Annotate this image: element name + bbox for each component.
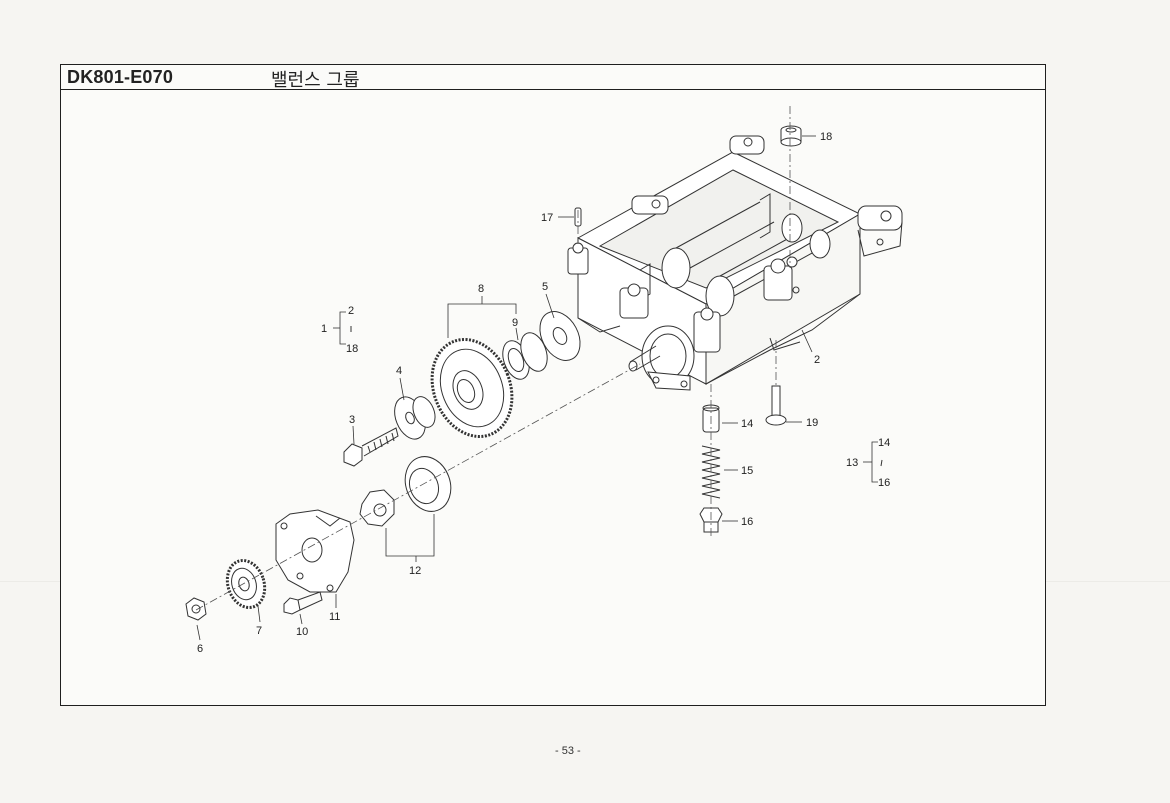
part-9-collar — [502, 332, 548, 380]
part-3-bolt — [343, 427, 399, 467]
callout-18: 18 — [820, 131, 832, 143]
part-6-nut — [185, 597, 207, 621]
callout-3: 3 — [349, 414, 355, 426]
part-18-bushing — [780, 125, 802, 147]
callout-17: 17 — [541, 212, 553, 224]
callout-5: 5 — [542, 281, 548, 293]
callout-11: 11 — [329, 611, 340, 623]
callout-7: 7 — [256, 625, 262, 637]
callout-12: 12 — [409, 565, 421, 577]
parts-sheet-frame: DK801-E070 밸런스 그룹 — [60, 64, 1046, 706]
part-10-bolt — [283, 591, 323, 615]
part-19-bolt — [765, 385, 787, 426]
callout-4: 4 — [396, 365, 402, 377]
part-12-pump-rotors — [359, 456, 452, 527]
callout-13-range-start: 14 — [878, 437, 890, 449]
callout-2: 2 — [814, 354, 820, 366]
callout-8: 8 — [478, 283, 484, 295]
header-bar: DK801-E070 밸런스 그룹 — [61, 65, 1045, 91]
part-8-gear — [430, 338, 514, 438]
callout-13-range-end: 16 — [878, 477, 890, 489]
range-tick-marks — [350, 326, 883, 467]
callout-10: 10 — [296, 626, 308, 638]
callout-labels: 18 17 2 14 15 16 19 5 8 9 4 3 12 11 10 7… — [197, 131, 890, 655]
assembly-centerlines — [195, 106, 791, 611]
callout-9: 9 — [512, 317, 518, 329]
callout-19: 19 — [806, 417, 818, 429]
callout-16: 16 — [741, 516, 753, 528]
callout-13: 13 — [846, 457, 858, 469]
callout-14: 14 — [741, 418, 753, 430]
leader-lines — [196, 135, 878, 641]
part-7-small-gear — [225, 559, 267, 609]
callout-1-range-end: 18 — [346, 343, 358, 355]
part-11-pump-cover — [275, 509, 355, 593]
callout-6: 6 — [197, 643, 203, 655]
page-number: - 53 - — [555, 745, 581, 757]
callout-1: 1 — [321, 323, 327, 335]
document-title: 밸런스 그룹 — [271, 70, 360, 91]
document-code: DK801-E070 — [67, 67, 174, 87]
balancer-housing — [567, 135, 903, 391]
callout-15: 15 — [741, 465, 753, 477]
callout-1-range-start: 2 — [348, 305, 354, 317]
part-4-flanged-washer — [394, 396, 436, 440]
